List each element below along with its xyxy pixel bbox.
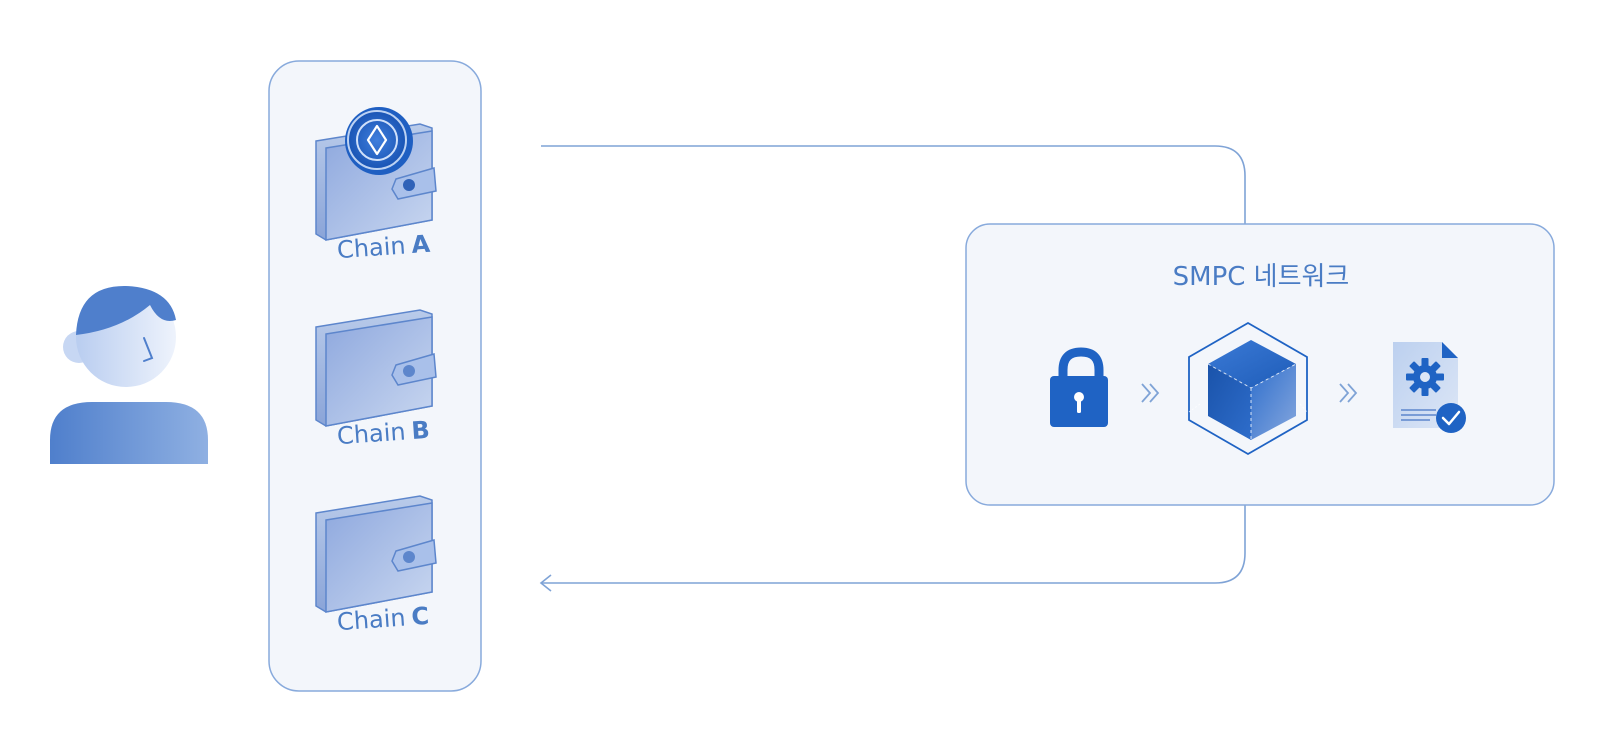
coin-icon — [345, 107, 413, 175]
double-chevron-right-icon — [1339, 383, 1358, 403]
gear-icon — [1406, 358, 1444, 396]
cube-icon — [1188, 321, 1308, 456]
chain-a-letter: A — [410, 229, 432, 260]
double-chevron-right-icon — [1141, 383, 1160, 403]
lock-icon — [1050, 347, 1108, 427]
chain-a-word: Chain — [336, 231, 407, 265]
chain-b-word: Chain — [336, 417, 407, 451]
chain-c-letter: C — [410, 601, 431, 631]
connector-to-network — [541, 145, 1246, 224]
user-icon — [50, 285, 208, 464]
document-gear-check-icon — [1393, 342, 1466, 433]
smpc-network-title: SMPC 네트워크 — [1172, 262, 1350, 292]
connector-from-network — [541, 505, 1246, 584]
arrow-head-icon — [539, 574, 552, 592]
chain-b-letter: B — [410, 415, 431, 446]
wallet-icon-chain-c — [315, 495, 437, 613]
chain-c-word: Chain — [336, 603, 407, 637]
wallet-icon-chain-b — [315, 309, 437, 427]
wallet-icon-chain-a — [315, 123, 437, 241]
check-badge-icon — [1436, 403, 1466, 433]
